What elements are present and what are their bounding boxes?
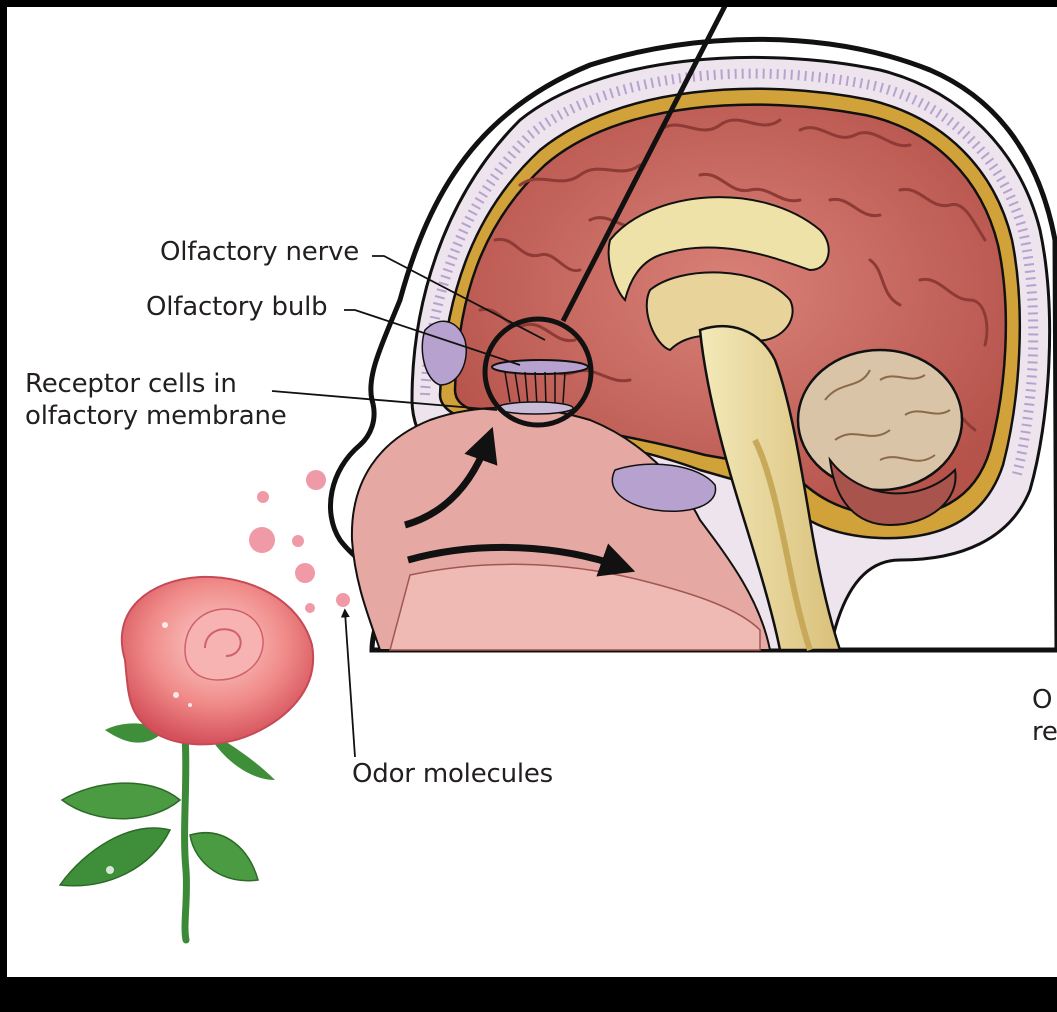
rose-leaf [190, 833, 258, 881]
odor-molecule [336, 593, 350, 607]
odor-molecule [305, 603, 315, 613]
rose-leaf [60, 828, 170, 886]
olfactory-bulb [492, 360, 588, 374]
rose-leaf [62, 783, 180, 819]
odor-molecule [295, 563, 315, 583]
rose-stem [185, 735, 187, 940]
label-odor-molecules: Odor molecules [352, 758, 553, 790]
leader-odor [345, 612, 355, 757]
label-olfactory-nerve: Olfactory nerve [160, 236, 359, 268]
cerebellum [798, 350, 962, 490]
odor-molecule [306, 470, 326, 490]
rose-illustration [60, 577, 313, 940]
odor-molecule [292, 535, 304, 547]
label-receptor-cells: Receptor cells in olfactory membrane [25, 368, 287, 432]
olfactory-membrane [497, 402, 573, 414]
label-olfactory-bulb: Olfactory bulb [146, 291, 327, 323]
odor-molecule [257, 491, 269, 503]
odor-molecule [249, 527, 275, 553]
label-cut-off: O re [1032, 684, 1057, 748]
